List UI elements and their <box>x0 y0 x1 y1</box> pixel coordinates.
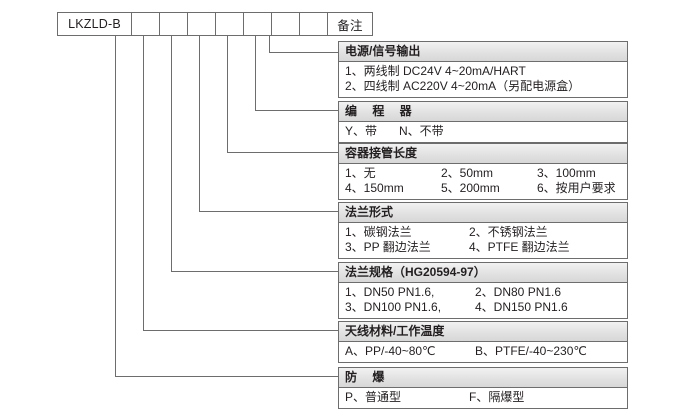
connector-line-3-horizontal <box>227 152 338 153</box>
spec-block-programmer: 编 程 器 Y、带 N、不带 <box>338 101 628 143</box>
spec-option: 3、100mm <box>537 166 596 180</box>
spec-option: 1、碳钢法兰 <box>345 225 412 239</box>
spec-body-explosion-proof: P、普通型 F、隔爆型 <box>339 388 627 408</box>
spec-row: Y、带 N、不带 <box>345 124 621 139</box>
spec-option: B、PTFE/-40~230℃ <box>475 344 587 358</box>
spec-body-antenna-material-temperature: A、PP/-40~80℃ B、PTFE/-40~230℃ <box>339 342 627 362</box>
spec-body-power-signal-output: 1、两线制 DC24V 4~20mA/HART 2、四线制 AC220V 4~2… <box>339 62 627 97</box>
spec-option: Y、带 <box>345 124 378 138</box>
code-slot-3[interactable] <box>188 13 216 35</box>
spec-row: 3、DN100 PN1.6, 4、DN150 PN1.6 <box>345 300 621 315</box>
spec-row: 1、碳钢法兰 2、不锈钢法兰 <box>345 225 621 240</box>
connector-line-2-vertical <box>255 36 256 111</box>
spec-option: 2、四线制 AC220V 4~20mA（另配电源盒） <box>345 79 581 93</box>
model-code-cell: LKZLD-B <box>58 13 132 35</box>
spec-option: F、隔爆型 <box>469 390 525 404</box>
connector-line-1-horizontal <box>269 52 338 53</box>
model-code-table: LKZLD-B 备注 <box>57 12 373 36</box>
spec-option: 4、PTFE 翻边法兰 <box>469 240 570 254</box>
spec-block-power-signal-output: 电源/信号输出 1、两线制 DC24V 4~20mA/HART 2、四线制 AC… <box>338 41 628 98</box>
spec-body-programmer: Y、带 N、不带 <box>339 122 627 142</box>
spec-row: 1、两线制 DC24V 4~20mA/HART <box>345 64 621 79</box>
connector-line-7-horizontal <box>115 376 338 377</box>
spec-row: A、PP/-40~80℃ B、PTFE/-40~230℃ <box>345 344 621 359</box>
spec-option: P、普通型 <box>345 390 402 404</box>
spec-option: 2、不锈钢法兰 <box>469 225 548 239</box>
spec-block-flange-type: 法兰形式 1、碳钢法兰 2、不锈钢法兰 3、PP 翻边法兰 4、PTFE 翻边法… <box>338 202 628 259</box>
spec-row: 1、DN50 PN1.6, 2、DN80 PN1.6 <box>345 285 621 300</box>
spec-option: 2、DN80 PN1.6 <box>475 285 562 299</box>
spec-option: 4、DN150 PN1.6 <box>475 300 568 314</box>
spec-body-flange-specification: 1、DN50 PN1.6, 2、DN80 PN1.6 3、DN100 PN1.6… <box>339 283 627 318</box>
connector-line-2-horizontal <box>255 110 338 111</box>
connector-line-5-horizontal <box>171 271 338 272</box>
connector-line-1-vertical <box>269 36 270 53</box>
spec-title-vessel-nozzle-length: 容器接管长度 <box>339 144 627 164</box>
spec-option: 2、50mm <box>441 166 494 180</box>
spec-option: N、不带 <box>399 124 444 138</box>
spec-body-vessel-nozzle-length: 1、无 2、50mm 3、100mm 4、150mm 5、200mm 6、按用户… <box>339 164 627 199</box>
spec-option: 3、DN100 PN1.6, <box>345 300 442 314</box>
connector-line-5-vertical <box>171 36 172 272</box>
spec-title-antenna-material-temperature: 天线材料/工作温度 <box>339 322 627 342</box>
spec-row: P、普通型 F、隔爆型 <box>345 390 621 405</box>
spec-option: A、PP/-40~80℃ <box>345 344 436 358</box>
spec-title-explosion-proof: 防 爆 <box>339 368 627 388</box>
code-slot-7[interactable] <box>300 13 328 35</box>
spec-title-programmer: 编 程 器 <box>339 102 627 122</box>
code-slot-1[interactable] <box>132 13 160 35</box>
spec-row: 3、PP 翻边法兰 4、PTFE 翻边法兰 <box>345 240 621 255</box>
spec-option: 5、200mm <box>441 181 500 195</box>
spec-title-flange-type: 法兰形式 <box>339 203 627 223</box>
code-slot-2[interactable] <box>160 13 188 35</box>
spec-block-antenna-material-temperature: 天线材料/工作温度 A、PP/-40~80℃ B、PTFE/-40~230℃ <box>338 321 628 363</box>
spec-row: 2、四线制 AC220V 4~20mA（另配电源盒） <box>345 79 621 94</box>
code-slot-5[interactable] <box>244 13 272 35</box>
spec-option: 3、PP 翻边法兰 <box>345 240 431 254</box>
connector-line-3-vertical <box>227 36 228 153</box>
spec-title-flange-specification: 法兰规格（HG20594-97） <box>339 263 627 283</box>
spec-block-explosion-proof: 防 爆 P、普通型 F、隔爆型 <box>338 367 628 409</box>
connector-line-7-vertical <box>115 36 116 377</box>
spec-option: 1、DN50 PN1.6, <box>345 285 435 299</box>
code-slot-4[interactable] <box>216 13 244 35</box>
remark-cell: 备注 <box>337 18 363 33</box>
connector-line-4-vertical <box>199 36 200 212</box>
spec-option: 1、两线制 DC24V 4~20mA/HART <box>345 64 526 78</box>
connector-line-6-horizontal <box>143 330 338 331</box>
spec-block-flange-specification: 法兰规格（HG20594-97） 1、DN50 PN1.6, 2、DN80 PN… <box>338 262 628 319</box>
spec-title-power-signal-output: 电源/信号输出 <box>339 42 627 62</box>
spec-option: 4、150mm <box>345 181 404 195</box>
spec-row: 1、无 2、50mm 3、100mm <box>345 166 621 181</box>
code-slot-6[interactable] <box>272 13 300 35</box>
spec-option: 6、按用户要求 <box>537 181 616 195</box>
spec-row: 4、150mm 5、200mm 6、按用户要求 <box>345 181 621 196</box>
spec-body-flange-type: 1、碳钢法兰 2、不锈钢法兰 3、PP 翻边法兰 4、PTFE 翻边法兰 <box>339 223 627 258</box>
connector-line-6-vertical <box>143 36 144 331</box>
spec-block-vessel-nozzle-length: 容器接管长度 1、无 2、50mm 3、100mm 4、150mm 5、200m… <box>338 143 628 200</box>
spec-option: 1、无 <box>345 166 376 180</box>
connector-line-4-horizontal <box>199 211 338 212</box>
